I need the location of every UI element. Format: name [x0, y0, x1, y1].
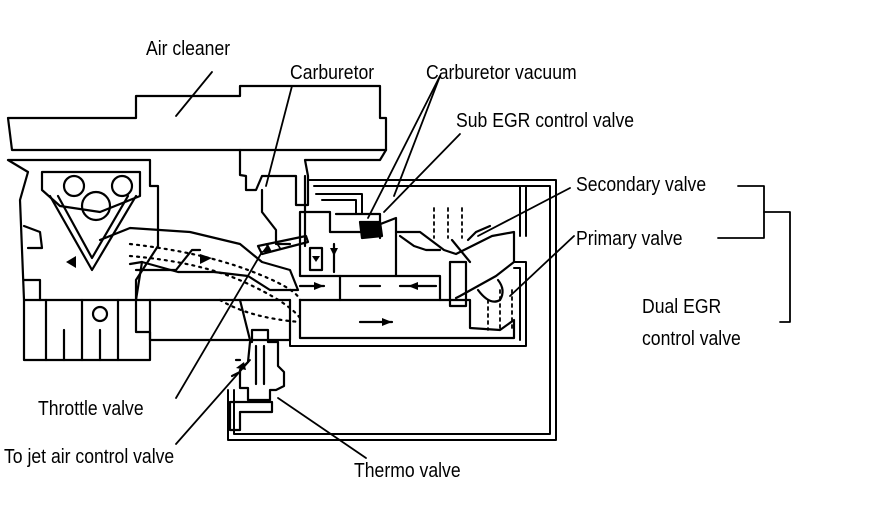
label-thermo-valve: Thermo valve [354, 460, 461, 482]
engine-block [6, 158, 202, 362]
label-throttle-valve: Throttle valve [38, 398, 144, 420]
leader-lines [175, 71, 791, 459]
label-dual-egr-line1: Dual EGR [642, 296, 722, 318]
label-dual-egr-line2: control valve [642, 328, 741, 350]
label-primary-valve: Primary valve [576, 228, 683, 250]
label-carburetor: Carburetor [290, 62, 375, 84]
label-to-jet-air-control-valve: To jet air control valve [4, 446, 175, 468]
valve-diaphragms [398, 224, 504, 303]
dual-egr-valve-body [298, 207, 516, 340]
label-air-cleaner: Air cleaner [146, 38, 231, 60]
carburetor-vacuum-fitting [256, 220, 384, 256]
air-cleaner-housing [6, 84, 388, 152]
thermo-valve-body [228, 328, 286, 432]
vacuum-hoses [227, 179, 557, 441]
label-sub-egr-control-valve: Sub EGR control valve [456, 110, 635, 132]
flow-arrows [66, 244, 418, 370]
intake-manifold [98, 226, 302, 342]
label-secondary-valve: Secondary valve [576, 174, 707, 196]
label-carburetor-vacuum: Carburetor vacuum [426, 62, 577, 84]
